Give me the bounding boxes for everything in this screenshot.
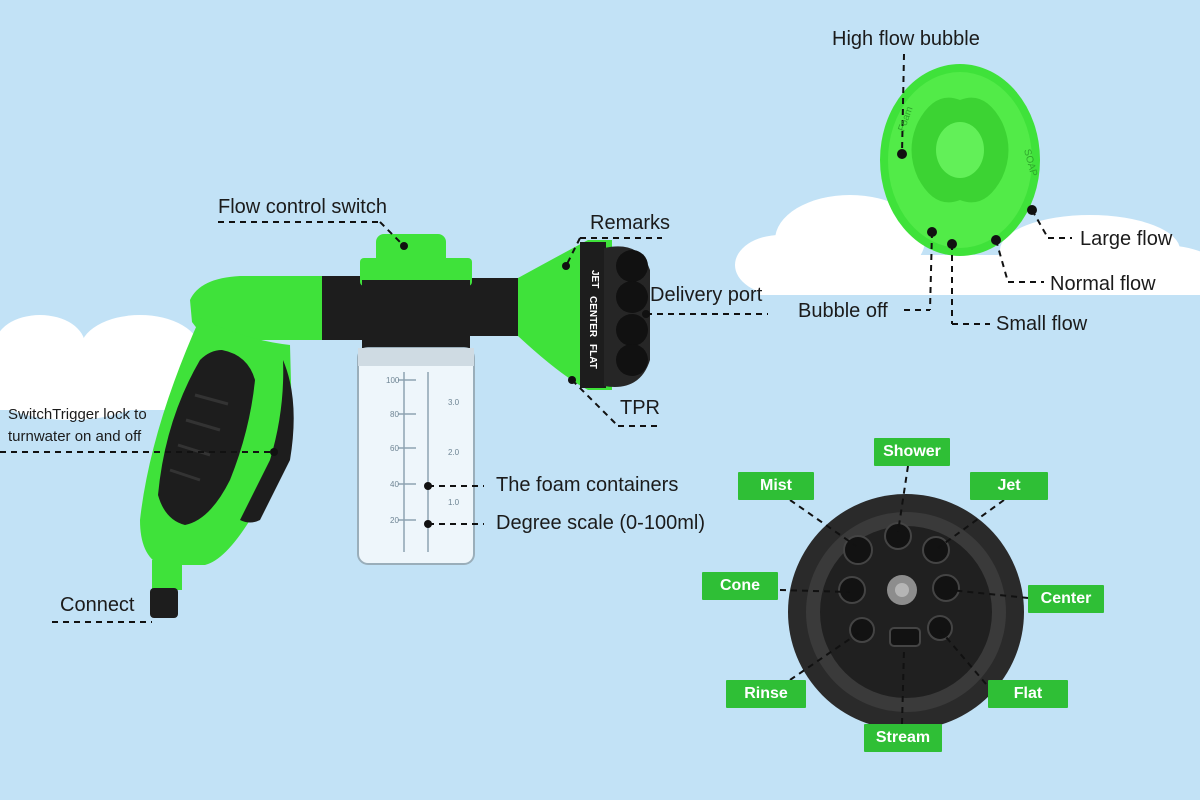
spray-dial [788,494,1024,730]
label-remarks: Remarks [590,212,671,234]
tag-shower: Shower [874,438,950,466]
label-tpr: TPR [620,397,660,419]
dial-print-center: CENTER [587,296,598,338]
label-foam-containers: The foam containers [496,474,679,496]
nozzle-gun [140,234,650,618]
label-bubble-off: Bubble off [798,300,888,322]
label-trigger-line1: SwitchTrigger lock to [8,406,147,423]
tag-center: Center [1028,585,1104,613]
bottle-scale-right-1: 3.0 [448,398,460,407]
tag-flat: Flat [988,680,1068,708]
cloud-left [0,315,250,420]
label-small-flow: Small flow [996,313,1088,335]
label-trigger-line2: turnwater on and off [8,428,142,445]
tag-stream: Stream [864,724,942,752]
label-large-flow: Large flow [1080,228,1173,250]
label-degree-scale: Degree scale (0-100ml) [496,512,705,534]
label-normal-flow: Normal flow [1050,273,1156,295]
bottle-scale-3: 60 [390,444,399,453]
bottle-scale-4: 40 [390,480,399,489]
flow-knob [880,64,1040,256]
label-delivery-port: Delivery port [650,284,763,306]
label-high-flow-bubble: High flow bubble [832,28,980,50]
bottle-scale-5: 20 [390,516,399,525]
tag-mist: Mist [738,472,814,500]
leader-dots [270,149,1037,528]
dial-print-flat: FLAT [587,344,598,369]
leader-lines [0,53,1072,725]
label-connect: Connect [60,594,135,616]
bottle-scale-2: 80 [390,410,399,419]
tag-rinse: Rinse [726,680,806,708]
tag-cone: Cone [702,572,778,600]
bottle-scale-right-3: 1.0 [448,498,460,507]
label-flow-control-switch: Flow control switch [218,196,387,218]
bottle-scale-1: 100 [386,376,400,385]
bottle-scale-right-2: 2.0 [448,448,460,457]
tag-jet: Jet [970,472,1048,500]
dial-print-top: JET [589,270,600,288]
